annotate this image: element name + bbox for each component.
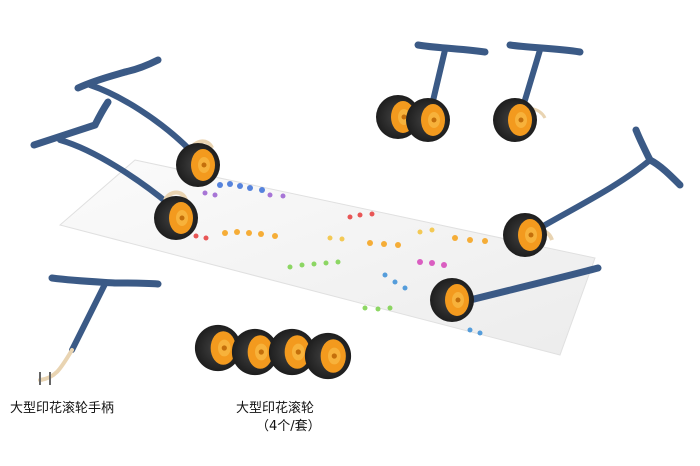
stamp-wheel-icon: [194, 324, 352, 380]
caption-wheels-count: （4个/套）: [256, 419, 321, 434]
caption-wheels: 大型印花滚轮: [236, 401, 315, 416]
roller-paper-bottom: [430, 264, 602, 322]
caption-handle: 大型印花滚轮手柄: [10, 401, 115, 416]
roller-top-right-b: [493, 41, 584, 142]
roller-top-right-a: [376, 41, 489, 142]
roller-handle-icon: [38, 274, 162, 385]
roller-paper-right: [503, 126, 684, 257]
printed-paper-sheet: [58, 159, 596, 356]
roller-paper-upper-left: [74, 56, 220, 187]
stamp-print-trails: [193, 181, 488, 336]
roller-paper-middle-left: [30, 98, 198, 240]
